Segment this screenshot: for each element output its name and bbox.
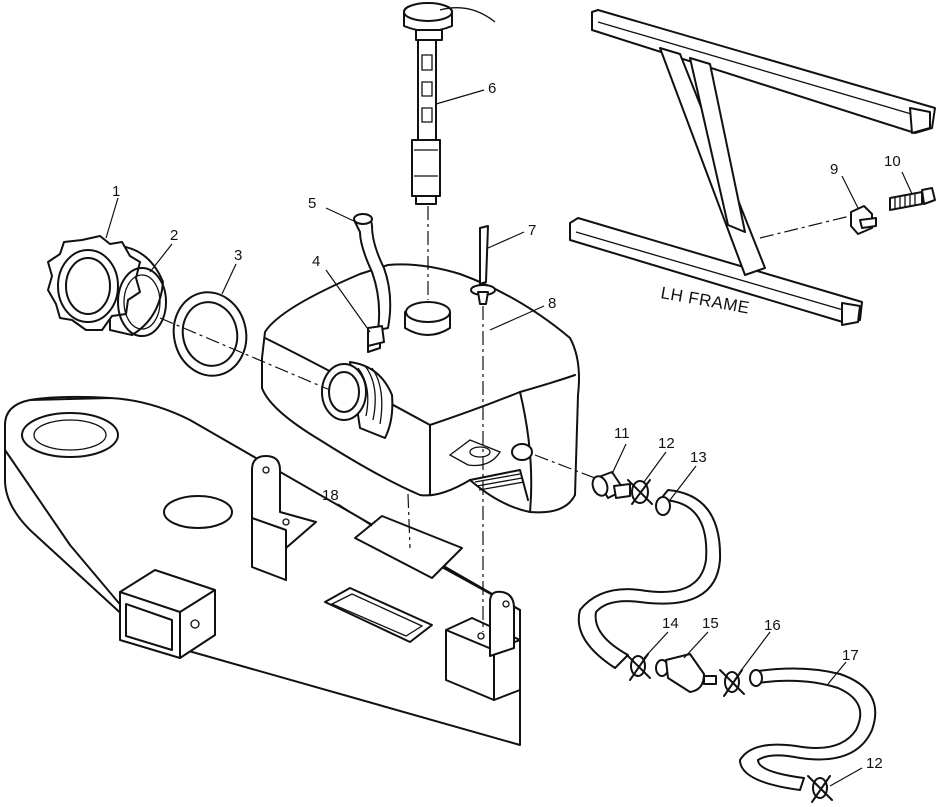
callout-16: 16 [764,617,781,634]
callout-17: 17 [842,647,859,664]
callout-1: 1 [112,183,120,200]
fuel-gauge [403,2,496,205]
callout-7: 7 [528,222,536,239]
callout-12: 12 [658,435,675,452]
cap-gasket [117,267,167,337]
callout-5: 5 [308,195,316,212]
hose-clamp-mid [625,653,651,681]
lh-frame: LH FRAME [569,9,936,326]
callout-4: 4 [312,253,320,270]
callout-6: 6 [488,80,496,97]
hose-clamp-upper [627,479,653,505]
callout-18: 18 [322,487,339,504]
fuel-tank [261,263,580,514]
tank-bracket [251,455,317,581]
callout-14: 14 [662,615,679,632]
tank-pad [354,515,463,579]
callout-2: 2 [170,227,178,244]
square-tube-mount [119,569,216,659]
callout-12-lower: 12 [866,755,883,772]
leader-lines [105,89,913,787]
filler-cap [47,235,164,336]
callout-8: 8 [548,295,556,312]
rear-mount-bracket [445,590,521,701]
callout-15: 15 [702,615,719,632]
outlet-fitting [591,471,631,499]
filler-seal [172,291,248,377]
callout-9: 9 [830,161,838,178]
callout-labels: 1 2 3 4 5 6 7 8 9 10 11 12 13 14 15 16 1… [112,80,901,772]
hose-clamp-lower [719,669,745,697]
callout-10: 10 [884,153,901,170]
callout-11: 11 [614,425,630,442]
check-valve [367,325,385,347]
vent-hose [354,218,392,331]
frame-clip [850,205,877,235]
tank-pin [470,225,496,305]
callout-3: 3 [234,247,242,264]
fuel-filter [655,653,717,693]
frame-bolt [889,187,936,211]
callout-13: 13 [690,449,707,466]
hose-clamp-end [807,775,833,803]
